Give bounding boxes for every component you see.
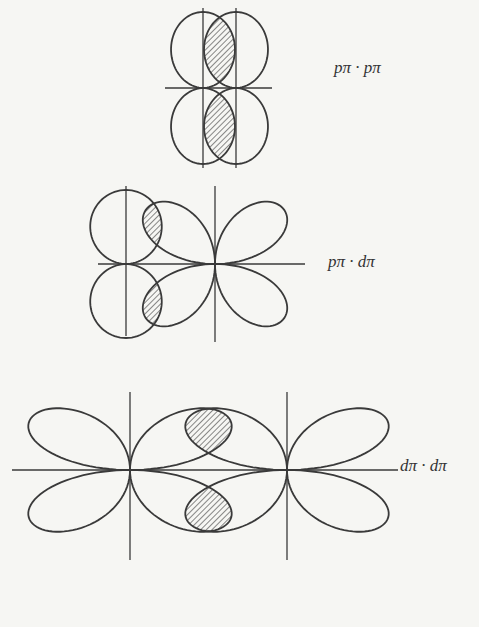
orbital-lobe [185,408,287,470]
overlap-hatch [130,408,232,470]
overlap-hatch [130,470,232,532]
overlap-hatch [28,470,130,532]
overlap-label: dπ · dπ [398,456,449,476]
orbital-pair [90,186,305,342]
orbital-lobe [171,88,235,164]
orbital-lobe [204,12,268,88]
overlap-hatch [28,408,130,470]
axis-line [125,186,126,336]
orbital-lobe [171,12,235,88]
orbital-lobe [28,470,130,532]
axis-line [165,87,272,88]
orbital-pair [165,8,272,168]
orbital-lobe [90,264,162,338]
orbital-lobe [204,88,268,164]
orbital-lobe [185,470,287,532]
orbital-lobe [287,470,389,532]
orbital-pair [12,392,400,560]
orbital-lobe [90,190,162,264]
orbital-lobe [143,202,215,264]
orbital-lobe [287,408,389,470]
orbital-lobe [143,264,215,326]
overlap-label: pπ · dπ [326,252,377,272]
orbital-lobe [215,202,287,264]
orbital-lobe [215,264,287,326]
orbital-lobe [130,408,232,470]
orbital-lobe [130,470,232,532]
axis-line [12,469,400,470]
overlap-label: pπ · pπ [332,58,383,78]
orbital-lobe [28,408,130,470]
